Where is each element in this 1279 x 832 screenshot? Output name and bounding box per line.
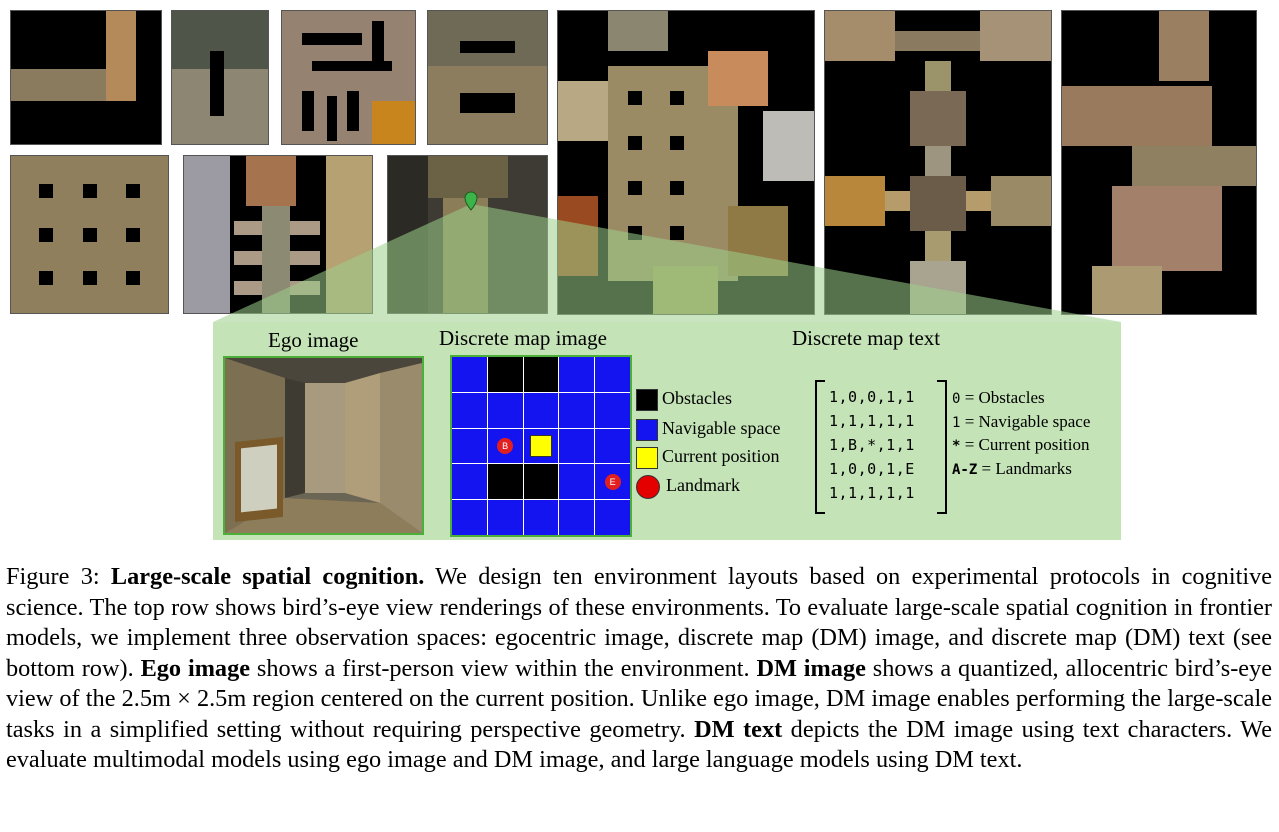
navigable-cell (452, 500, 487, 535)
legend-obstacles-label: Obstacles (662, 388, 732, 408)
navigable-cell (452, 428, 487, 464)
figure-caption: Figure 3: Large-scale spatial cognition.… (6, 562, 1272, 776)
navigable-cell (487, 500, 523, 535)
obstacle-swatch (636, 388, 658, 411)
navigable-cell (523, 392, 559, 428)
matrix-right-bracket (937, 380, 947, 514)
landmark-marker: B (497, 437, 514, 454)
navigable-cell (523, 428, 559, 464)
landmark-swatch (636, 474, 660, 499)
environment-thumbnail-1 (10, 10, 162, 145)
environment-8-rendering (558, 11, 814, 314)
navigable-cell (559, 464, 595, 500)
caption-text-4: depicts the DM image using text characte… (6, 715, 1272, 774)
legend-current-label: Current position (662, 446, 780, 466)
caption-text-3: shows a quantized, allocentric bird’s-ey… (6, 654, 1273, 743)
environment-4-rendering (428, 11, 547, 113)
obstacle-cell (523, 357, 559, 392)
legend-navigable: Navigable space (636, 416, 781, 441)
navigable-cell (595, 500, 630, 535)
caption-text-1: We design ten environment layouts based … (6, 563, 1273, 682)
environment-thumbnail-3 (281, 10, 416, 145)
environment-2-rendering (172, 11, 268, 144)
environment-5-rendering (39, 184, 140, 285)
key-landmarks: A-Z = Landmarks (952, 459, 1072, 478)
navigable-cell (487, 392, 523, 428)
key-navigable: 1 = Navigable space (952, 412, 1091, 431)
legend-landmark-label: Landmark (666, 475, 740, 495)
environment-thumbnail-5 (10, 155, 169, 314)
dm-text-matrix: 1,0,0,1,1 1,1,1,1,1 1,B,*,1,1 1,0,0,1,E … (815, 380, 947, 514)
navigable-cell (595, 392, 630, 428)
ego-image (223, 356, 424, 535)
caption-bold-dm-image: DM image (756, 654, 866, 682)
key-current: * = Current position (952, 435, 1090, 454)
key-obstacles: 0 = Obstacles (952, 388, 1045, 407)
dm-image-title: Discrete map image (439, 326, 607, 350)
environment-thumbnail-7 (387, 155, 548, 314)
legend-navigable-label: Navigable space (662, 418, 781, 438)
obstacle-cell (487, 357, 523, 392)
ego-view-rendering (225, 358, 422, 533)
matrix-row-3: 1,B,*,1,1 (829, 436, 915, 454)
obstacle-cell (487, 464, 523, 500)
dm-text-title: Discrete map text (792, 326, 941, 350)
environment-9-rendering (825, 11, 1051, 314)
navigable-cell (559, 500, 595, 535)
caption-label: Figure 3: (6, 563, 111, 590)
matrix-row-1: 1,0,0,1,1 (829, 388, 915, 406)
caption-bold-ego: Ego image (140, 654, 251, 682)
caption-title: Large-scale spatial cognition. (110, 563, 425, 590)
environment-6-rendering (184, 156, 372, 313)
navigable-cell: B (487, 428, 523, 464)
environment-1-rendering (11, 11, 136, 101)
legend-obstacles: Obstacles (636, 386, 732, 411)
navigable-cell (452, 392, 487, 428)
environment-3-rendering (282, 11, 415, 144)
matrix-row-4: 1,0,0,1,E (829, 460, 915, 478)
navigable-cell (595, 357, 630, 392)
navigable-cell (559, 392, 595, 428)
environment-thumbnail-9 (824, 10, 1052, 315)
environment-thumbnail-8 (557, 10, 815, 315)
environment-thumbnail-4 (427, 10, 548, 145)
navigable-cell (452, 464, 487, 500)
navigable-swatch (636, 418, 658, 441)
environment-7-rendering (388, 156, 508, 313)
navigable-cell (559, 357, 595, 392)
navigable-cell (523, 500, 559, 535)
navigable-cell (452, 357, 487, 392)
environment-10-rendering (1062, 11, 1256, 314)
legend-current: Current position (636, 444, 780, 469)
navigable-cell (595, 428, 630, 464)
ego-image-title: Ego image (268, 328, 359, 352)
current-position-marker (529, 434, 552, 457)
matrix-row-2: 1,1,1,1,1 (829, 412, 915, 430)
caption-text-2: shows a first-person view within the env… (250, 654, 757, 682)
current-swatch (636, 446, 658, 469)
navigable-cell (559, 428, 595, 464)
navigable-cell: E (595, 464, 630, 500)
matrix-left-bracket (815, 380, 825, 514)
environment-thumbnail-6 (183, 155, 373, 314)
matrix-row-5: 1,1,1,1,1 (829, 484, 915, 502)
environment-thumbnail-2 (171, 10, 269, 145)
caption-bold-dm-text: DM text (694, 715, 783, 743)
legend-landmark: Landmark (636, 473, 740, 499)
landmark-marker: E (604, 473, 621, 490)
obstacle-cell (523, 464, 559, 500)
environment-thumbnail-10 (1061, 10, 1257, 315)
